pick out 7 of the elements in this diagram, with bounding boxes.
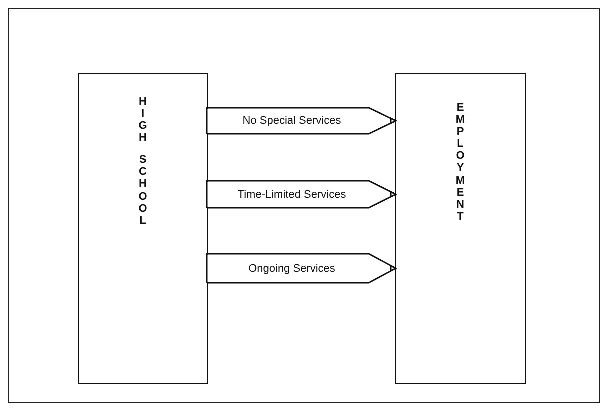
edge-label: No Special Services	[242, 115, 342, 127]
edge-label: Time-Limited Services	[238, 188, 346, 200]
vertical-label: HIGH SCHOOL	[138, 96, 148, 227]
vertical-label: EMPLOYMENT	[456, 102, 466, 223]
source-box	[78, 73, 208, 384]
edge-label: Ongoing Services	[248, 262, 336, 274]
destination-box	[395, 73, 526, 384]
